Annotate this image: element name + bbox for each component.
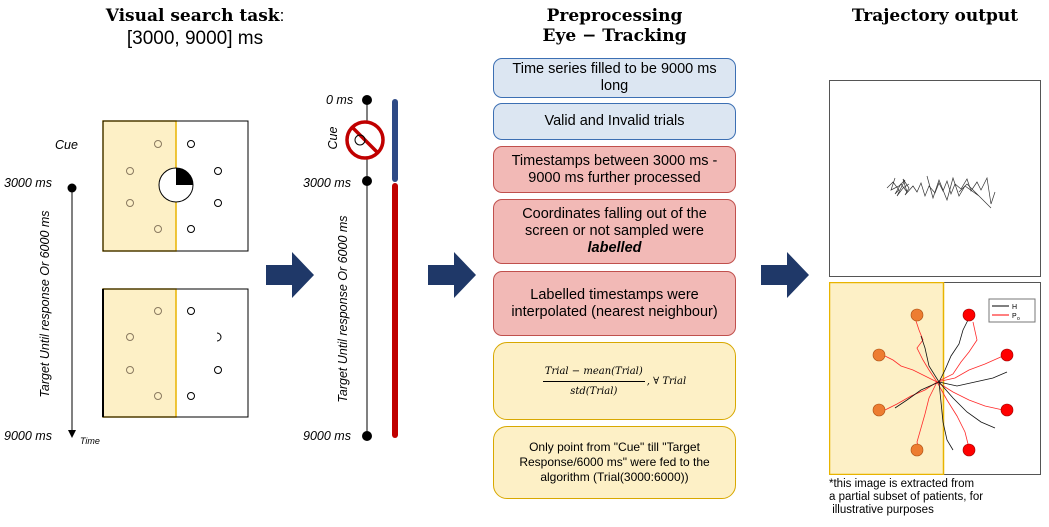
panel4-title: Trajectory output xyxy=(851,6,1019,26)
flow-arrow-1 xyxy=(266,252,314,298)
step-normalization-formula: Trial − mean(Trial) std(Trial) , ∀ Trial xyxy=(493,342,736,420)
panel2-0ms-label: 0 ms xyxy=(326,93,354,107)
cue-central-icon xyxy=(158,167,194,203)
targets-right xyxy=(962,308,1014,457)
raw-trajectory xyxy=(886,175,996,209)
targets-left xyxy=(872,308,924,457)
panel1-diagram xyxy=(67,120,249,438)
legend-h: H xyxy=(1012,304,1017,311)
panel1-timeline-dot xyxy=(67,183,77,193)
panel2-9000-label: 9000 ms xyxy=(303,429,351,443)
panel3-title-line2: Eye − Tracking xyxy=(542,26,687,46)
panel3-title-line1: Preprocessing xyxy=(546,6,683,26)
panel1-cue-label: Cue xyxy=(55,138,78,152)
step-interpolation: Labelled timestamps were interpolated (n… xyxy=(493,271,736,336)
panel1-9000-label: 9000 ms xyxy=(4,429,52,443)
panel2-dot-9000 xyxy=(362,431,372,441)
target-screen-left-circles xyxy=(126,307,162,400)
panel1-subtitle: [3000, 9000] ms xyxy=(126,28,264,49)
panel2-diagram xyxy=(345,95,398,441)
panel1-title: Visual search task: xyxy=(60,6,330,26)
panel1-title-main: Visual search task xyxy=(105,6,280,26)
flow-arrow-2 xyxy=(428,252,476,298)
left-half-highlight xyxy=(829,282,944,475)
footnote-line3: illustrative purposes xyxy=(829,504,934,516)
target-screen-right-circles xyxy=(187,307,222,400)
trajectories-h xyxy=(894,317,1008,451)
footnote-line1: *this image is extracted from xyxy=(829,478,975,490)
cue-screen-left-circles xyxy=(126,140,162,233)
step-valid-invalid: Valid and Invalid trials xyxy=(493,103,736,140)
step-timestamps: Timestamps between 3000 ms - 9000 ms fur… xyxy=(493,146,736,193)
panel3-title: Preprocessing Eye − Tracking xyxy=(493,6,736,46)
trajectory-output-bottom: H P o xyxy=(829,282,1041,475)
step-algorithm-input: Only point from "Cue" till "Target Respo… xyxy=(493,426,736,499)
no-cue-icon xyxy=(345,120,385,160)
footnote: *this image is extracted from a partial … xyxy=(829,478,1044,517)
panel1-3000-label: 3000 ms xyxy=(4,176,52,190)
cue-screen-frame xyxy=(102,120,249,252)
panel1-timeline-arrowhead xyxy=(68,430,76,438)
cue-screen-right-circles xyxy=(187,140,222,233)
formula-denominator: std(Trial) xyxy=(570,385,618,397)
panel2-dot-0 xyxy=(362,95,372,105)
target-bar xyxy=(392,183,398,438)
formula-numerator: Trial − mean(Trial) xyxy=(542,363,645,382)
step-fill-timeseries: Time series filled to be 9000 ms long xyxy=(493,58,736,98)
step-coordinates-labelled: labelled xyxy=(587,240,642,256)
legend-p: P xyxy=(1012,313,1017,320)
panel1-title-colon: : xyxy=(279,6,285,25)
step-coordinates: Coordinates falling out of the screen or… xyxy=(493,199,736,264)
trajectory-output-top xyxy=(829,80,1041,277)
formula-tail: , ∀ Trial xyxy=(646,375,687,387)
panel2-dot-3000 xyxy=(362,176,372,186)
target-screen-highlight xyxy=(102,288,177,418)
panel1-time-label: Time xyxy=(80,436,100,446)
footnote-line2: a partial subset of patients, for xyxy=(829,491,984,503)
cue-bar xyxy=(392,99,398,182)
legend: H P o xyxy=(988,298,1036,323)
flow-arrow-3 xyxy=(761,252,809,298)
step-coordinates-text: Coordinates falling out of the screen or… xyxy=(522,206,707,239)
panel2-3000-label: 3000 ms xyxy=(303,176,351,190)
formula-fraction: Trial − mean(Trial) std(Trial) xyxy=(542,363,645,400)
legend-p-sub: o xyxy=(1017,316,1020,322)
